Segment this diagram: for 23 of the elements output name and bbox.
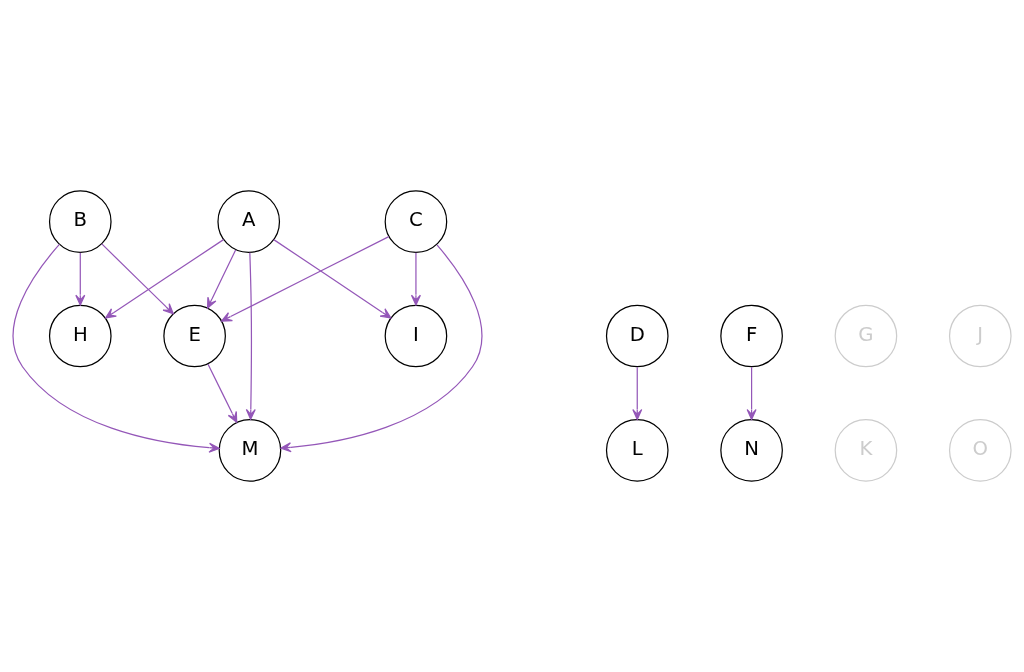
node-circle: H bbox=[48, 304, 112, 368]
node-circle: F bbox=[720, 304, 783, 368]
arrow bbox=[12, 243, 220, 453]
node-circle: I bbox=[384, 304, 448, 368]
node-circle: A bbox=[217, 190, 281, 253]
arrow bbox=[746, 366, 757, 421]
arrow bbox=[245, 252, 256, 420]
arrow bbox=[221, 236, 390, 322]
arrow bbox=[105, 239, 225, 319]
arrow bbox=[410, 252, 421, 306]
node-circle: C bbox=[384, 190, 448, 253]
arrow bbox=[207, 249, 237, 309]
arrow bbox=[207, 363, 238, 423]
node-circle: D bbox=[605, 304, 669, 368]
node-circle: M bbox=[218, 419, 282, 482]
node-circle: L bbox=[605, 419, 669, 482]
node-circle: B bbox=[48, 190, 112, 253]
arrow bbox=[273, 239, 392, 319]
arrow bbox=[280, 244, 483, 453]
arrow bbox=[101, 243, 174, 315]
arrow bbox=[632, 366, 643, 421]
node-circle: N bbox=[720, 419, 783, 482]
arrow bbox=[75, 252, 86, 306]
